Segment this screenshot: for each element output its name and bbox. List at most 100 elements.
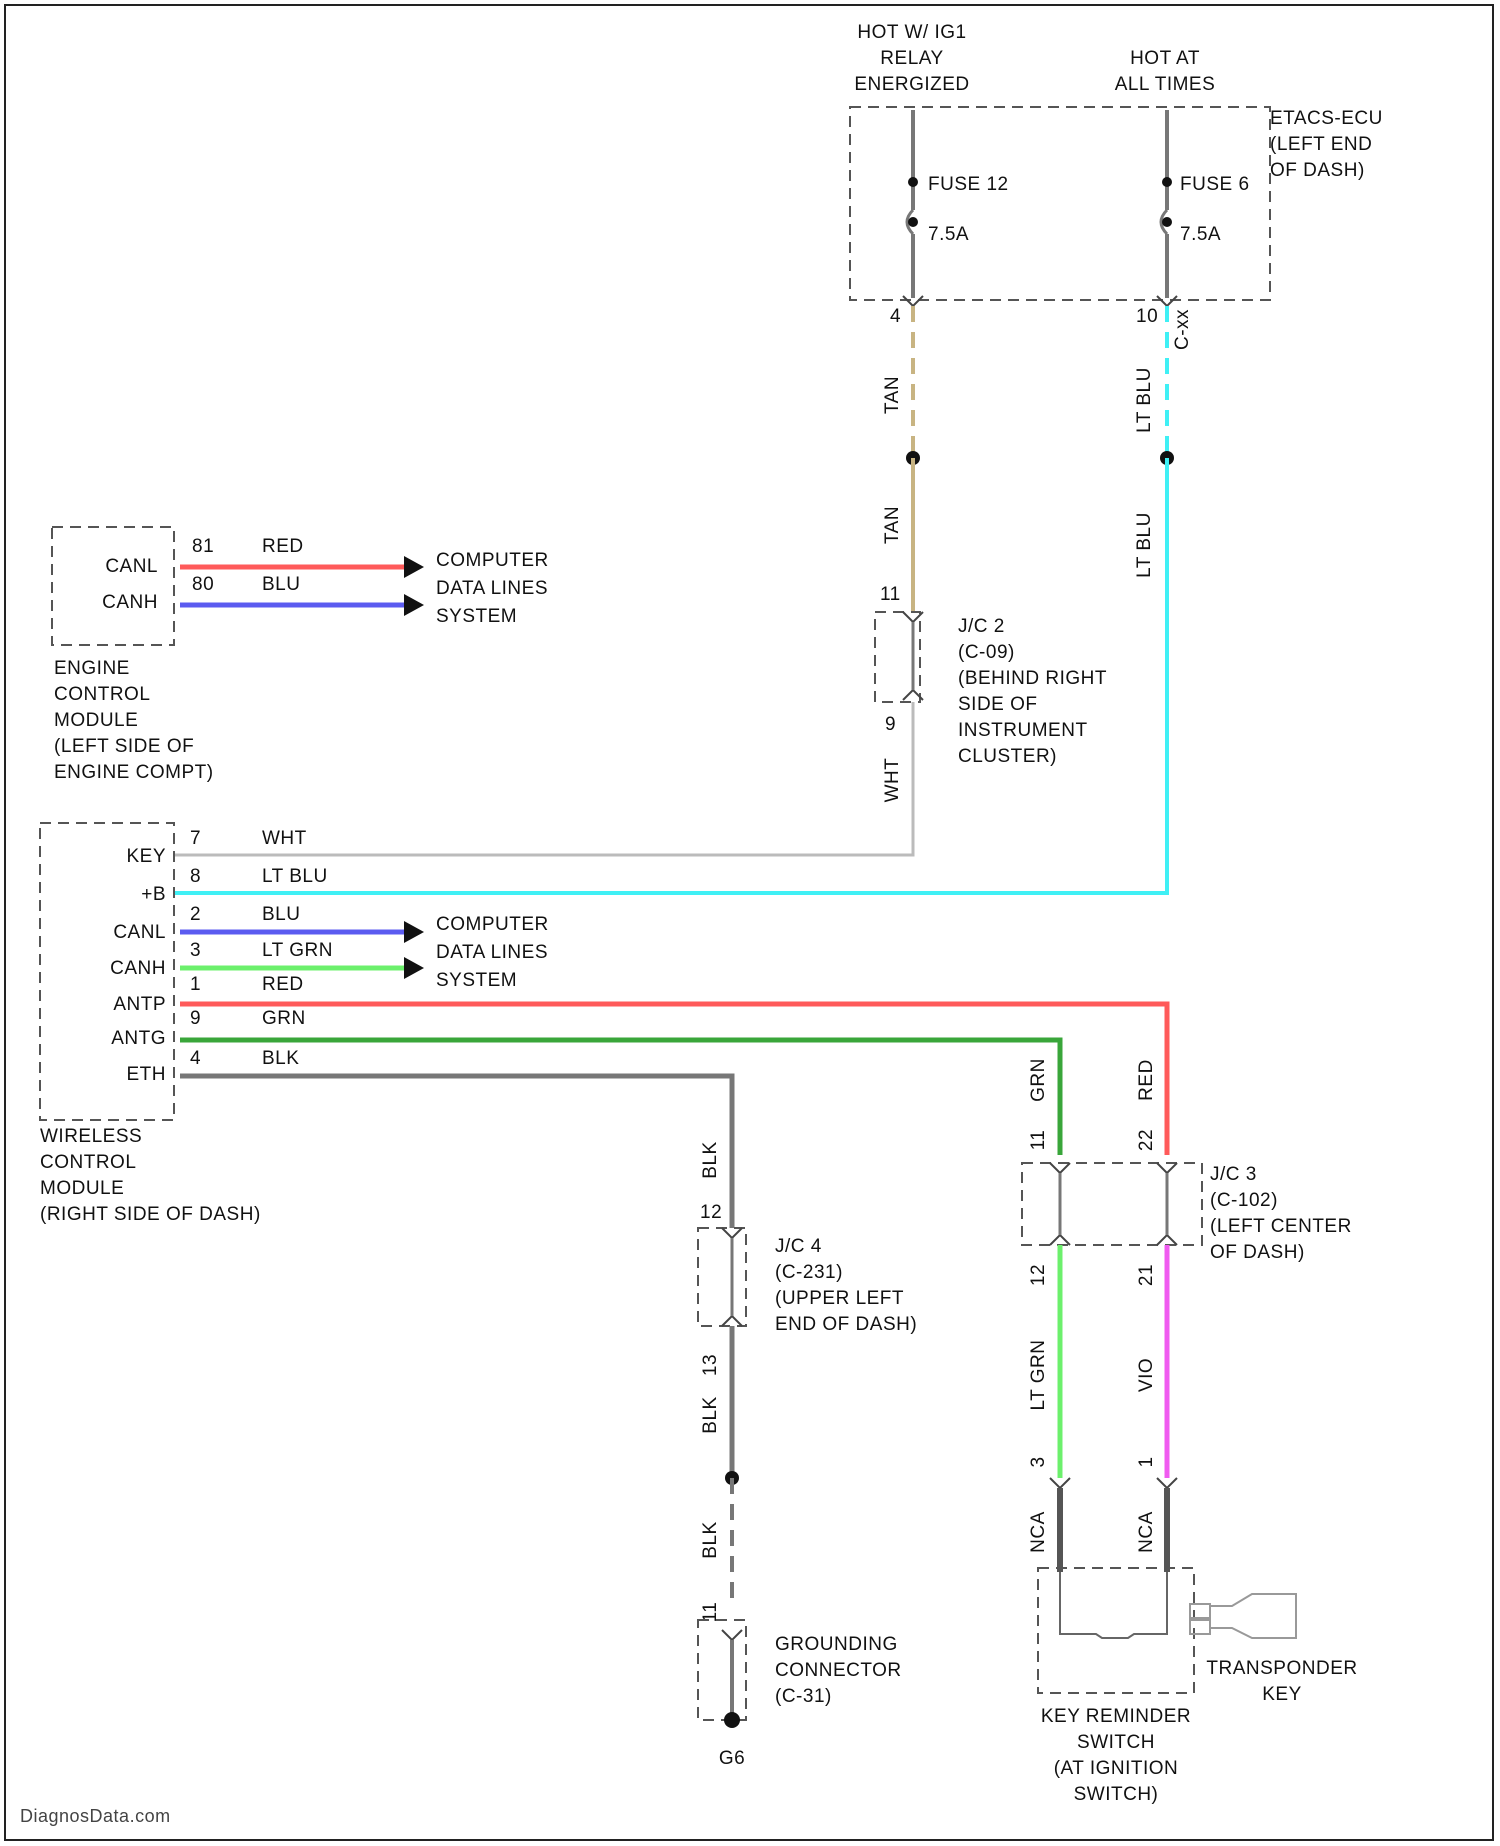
wcm-canh-arrow: [404, 957, 424, 979]
wht-vert-label: WHT: [882, 758, 903, 803]
wcm-label-1: WIRELESS: [40, 1126, 142, 1147]
ecm-pin-canl: CANL: [105, 556, 158, 577]
wcm-pin-antg: ANTG: [111, 1028, 166, 1049]
jc4-label-1: J/C 4: [775, 1236, 822, 1257]
jc4-label-3: (UPPER LEFT: [775, 1288, 904, 1309]
jc2-pin-bot-num: 9: [885, 714, 896, 735]
jc4-pin-top-num: 12: [700, 1202, 722, 1223]
fuse6-amp: 7.5A: [1180, 224, 1221, 245]
tan-label-1: TAN: [882, 376, 903, 414]
ground-label-3: (C-31): [775, 1686, 832, 1707]
etacs-label-2: (LEFT END: [1270, 134, 1372, 155]
jc3-label-2: (C-102): [1210, 1190, 1278, 1211]
ground-label-1: GROUNDING: [775, 1634, 898, 1655]
jc3-pin-br-mark: [1157, 1235, 1177, 1245]
etacs-conn-label: C-xx: [1172, 309, 1193, 350]
watermark: DiagnosData.com: [20, 1806, 171, 1826]
wcm-pin-canh: CANH: [110, 958, 166, 979]
wcm-grn-color: GRN: [262, 1008, 306, 1029]
ltblu-label-1: LT BLU: [1134, 367, 1155, 433]
hot-ig1-label-3: ENERGIZED: [854, 74, 969, 95]
jc3-pin-tr-mark: [1157, 1163, 1177, 1173]
jc3-label-1: J/C 3: [1210, 1164, 1257, 1185]
fuse6-dot-bot: [1162, 217, 1172, 227]
diagram-frame: [5, 5, 1493, 1840]
jc3-pin-tl-mark: [1050, 1163, 1070, 1173]
transponder-key-icon: [1190, 1594, 1296, 1638]
wcm-wht-color: WHT: [262, 828, 307, 849]
jc2-label-1: J/C 2: [958, 616, 1005, 637]
fuse6-dot-top: [1162, 177, 1172, 187]
jc3-pin-tl: 11: [1028, 1130, 1049, 1151]
hot-ig1-label-1: HOT W/ IG1: [857, 22, 966, 43]
ground-dot: [724, 1712, 740, 1728]
wcm-dest-1: COMPUTER: [436, 914, 549, 935]
etacs-pin-right-num: 10: [1136, 306, 1158, 327]
ground-label-2: CONNECTOR: [775, 1660, 902, 1681]
wcm-pin-key: KEY: [126, 846, 166, 867]
jc4-blk-top: BLK: [700, 1141, 721, 1178]
fuse12-dot-bot: [908, 217, 918, 227]
wcm-blk-color: BLK: [262, 1048, 299, 1069]
antp-red-wire: [180, 1004, 1167, 1155]
vio-label: VIO: [1136, 1358, 1157, 1392]
wcm-pin-2-num: 2: [190, 904, 201, 925]
ecm-canl-arrow: [404, 556, 424, 578]
ltblu-label-2: LT BLU: [1134, 512, 1155, 578]
ecm-dest-1: COMPUTER: [436, 550, 549, 571]
key-reminder-box: [1038, 1568, 1194, 1693]
hot-all-label-1: HOT AT: [1130, 48, 1200, 69]
wcm-canl-arrow: [404, 921, 424, 943]
etacs-label-3: OF DASH): [1270, 160, 1365, 181]
hot-all-label-2: ALL TIMES: [1115, 74, 1216, 95]
ecm-label-5: ENGINE COMPT): [54, 762, 214, 783]
nca-right-label: NCA: [1136, 1511, 1157, 1553]
wcm-pin-9-num: 9: [190, 1008, 201, 1029]
ecm-label-3: MODULE: [54, 710, 138, 731]
wcm-ltgrn-color: LT GRN: [262, 940, 333, 961]
ks-label-4: SWITCH): [1074, 1784, 1159, 1805]
wcm-label-3: MODULE: [40, 1178, 124, 1199]
etacs-pin-left-num: 4: [890, 306, 901, 327]
antg-grn-wire: [180, 1040, 1060, 1155]
tan-label-2: TAN: [882, 506, 903, 544]
ecm-label-2: CONTROL: [54, 684, 150, 705]
fuse12-dot-top: [908, 177, 918, 187]
jc3-pin-tr: 22: [1136, 1129, 1157, 1151]
ground-pin: [722, 1630, 742, 1640]
jc4-pin-bot: [722, 1316, 742, 1326]
ks-pin-l-mark: [1050, 1478, 1070, 1488]
ecm-pin-canh: CANH: [102, 592, 158, 613]
ecm-box: [52, 527, 174, 645]
jc2-pin-top-num: 11: [880, 584, 901, 605]
jc4-label-2: (C-231): [775, 1262, 843, 1283]
jc3-label-3: (LEFT CENTER: [1210, 1216, 1352, 1237]
wcm-pin-b: +B: [141, 884, 166, 905]
wcm-pin-antp: ANTP: [113, 994, 166, 1015]
jc3-box: [1022, 1163, 1202, 1245]
ks-label-3: (AT IGNITION: [1054, 1758, 1179, 1779]
wcm-pin-1-num: 1: [190, 974, 201, 995]
ecm-label-4: (LEFT SIDE OF: [54, 736, 194, 757]
ks-label-1: KEY REMINDER: [1041, 1706, 1191, 1727]
wcm-pin-3-num: 3: [190, 940, 201, 961]
jc2-label-3: (BEHIND RIGHT: [958, 668, 1107, 689]
wcm-pin-4-num: 4: [190, 1048, 201, 1069]
jc4-pin-bot-num: 13: [700, 1354, 721, 1376]
transponder-label-2: KEY: [1262, 1684, 1302, 1705]
jc2-label-4: SIDE OF: [958, 694, 1038, 715]
wcm-dest-3: SYSTEM: [436, 970, 517, 991]
ks-pin-r-mark: [1157, 1478, 1177, 1488]
fuse6-label: FUSE 6: [1180, 174, 1250, 195]
ecm-dest-2: DATA LINES: [436, 578, 548, 599]
jc4-label-4: END OF DASH): [775, 1314, 917, 1335]
ecm-dest-3: SYSTEM: [436, 606, 517, 627]
ecm-canh-arrow: [404, 594, 424, 616]
transponder-label-1: TRANSPONDER: [1206, 1658, 1357, 1679]
etacs-label-1: ETACS-ECU: [1270, 108, 1383, 129]
ks-pin-l: 3: [1028, 1456, 1049, 1467]
jc3-pin-bl-mark: [1050, 1235, 1070, 1245]
ecm-blu-color: BLU: [262, 574, 300, 595]
wcm-label-2: CONTROL: [40, 1152, 136, 1173]
